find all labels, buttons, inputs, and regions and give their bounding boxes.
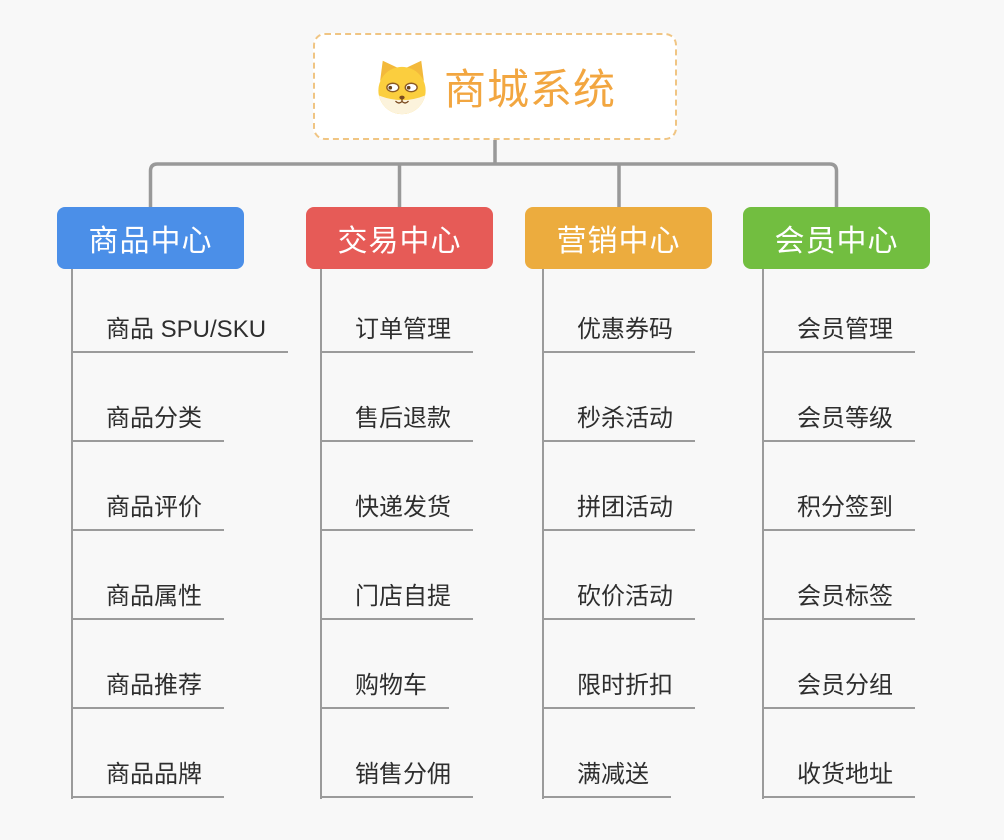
branch-column-marketing: 优惠券码 秒杀活动 拼团活动 砍价活动 限时折扣 满减送 <box>542 269 695 798</box>
sub-topic[interactable]: 限时折扣 <box>542 665 695 709</box>
dog-face-icon <box>374 59 430 115</box>
sub-topic[interactable]: 售后退款 <box>320 398 473 442</box>
sub-topic[interactable]: 拼团活动 <box>542 487 695 531</box>
sub-topic[interactable]: 销售分佣 <box>320 754 473 798</box>
branch-trunk-line <box>542 269 544 799</box>
branch-node-products[interactable]: 商品中心 <box>57 207 244 269</box>
branch-column-members: 会员管理 会员等级 积分签到 会员标签 会员分组 收货地址 <box>762 269 915 798</box>
sub-topic[interactable]: 门店自提 <box>320 576 473 620</box>
sub-topic[interactable]: 商品推荐 <box>71 665 224 709</box>
sub-topic[interactable]: 订单管理 <box>320 309 473 353</box>
branch-node-marketing[interactable]: 营销中心 <box>525 207 712 269</box>
sub-topic[interactable]: 会员管理 <box>762 309 915 353</box>
branch-column-products: 商品 SPU/SKU 商品分类 商品评价 商品属性 商品推荐 商品品牌 <box>71 269 289 798</box>
sub-topic[interactable]: 商品分类 <box>71 398 224 442</box>
sub-topic[interactable]: 优惠券码 <box>542 309 695 353</box>
sub-topic[interactable]: 商品 SPU/SKU <box>71 309 289 353</box>
sub-topic[interactable]: 砍价活动 <box>542 576 695 620</box>
sub-topic[interactable]: 收货地址 <box>762 754 915 798</box>
sub-topic[interactable]: 会员等级 <box>762 398 915 442</box>
sub-topic[interactable]: 商品属性 <box>71 576 224 620</box>
branch-trunk-line <box>320 269 322 799</box>
sub-topic[interactable]: 快递发货 <box>320 487 473 531</box>
root-title: 商城系统 <box>443 66 616 113</box>
sub-topic[interactable]: 会员标签 <box>762 576 915 620</box>
sub-topic[interactable]: 商品评价 <box>71 487 224 531</box>
sub-topic[interactable]: 积分签到 <box>762 487 915 531</box>
root-node[interactable]: 商城系统 <box>313 33 677 140</box>
sub-topic[interactable]: 满减送 <box>542 754 671 798</box>
branch-column-trade: 订单管理 售后退款 快递发货 门店自提 购物车 销售分佣 <box>320 269 473 798</box>
sub-topic[interactable]: 会员分组 <box>762 665 915 709</box>
branch-node-trade[interactable]: 交易中心 <box>306 207 493 269</box>
branch-node-members[interactable]: 会员中心 <box>743 207 930 269</box>
sub-topic[interactable]: 秒杀活动 <box>542 398 695 442</box>
sub-topic[interactable]: 商品品牌 <box>71 754 224 798</box>
sub-topic[interactable]: 购物车 <box>320 665 449 709</box>
branch-trunk-line <box>71 269 73 799</box>
branch-trunk-line <box>762 269 764 799</box>
